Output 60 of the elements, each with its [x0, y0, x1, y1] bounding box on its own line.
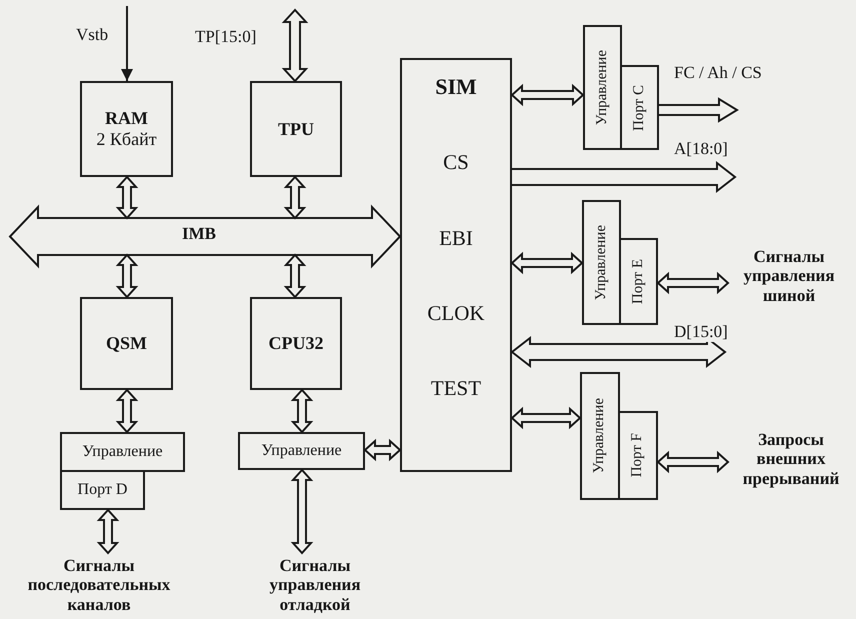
- module-box: [80, 297, 173, 390]
- port-box: [618, 411, 658, 500]
- block-label: SIM: [435, 74, 477, 100]
- block-label: Порт D: [78, 480, 128, 500]
- edge-label: A[18:0]: [672, 140, 730, 159]
- double-arrow: [116, 254, 138, 298]
- block-label: Порт E: [630, 258, 647, 304]
- block-label: Управление: [82, 442, 163, 462]
- module-box: [250, 81, 342, 177]
- port-box: [619, 238, 658, 325]
- block-label: Управление: [592, 224, 610, 300]
- module-box: [400, 58, 512, 472]
- block-label: 2 Кбайт: [96, 129, 157, 150]
- double-arrow: [290, 468, 314, 554]
- port-box: [620, 65, 659, 150]
- double-arrow: [658, 97, 739, 123]
- block-label: TPU: [278, 118, 314, 140]
- edge-label: TP[15:0]: [193, 28, 258, 47]
- edge-label: D[15:0]: [672, 323, 730, 342]
- double-arrow: [290, 388, 314, 434]
- signal-text: Сигналы управления шиной: [742, 246, 836, 306]
- double-arrow: [116, 388, 138, 434]
- double-arrow: [510, 84, 584, 106]
- block-label: Управление: [591, 398, 608, 474]
- block-label: Порт F: [629, 433, 646, 478]
- block-label: Управление: [594, 50, 611, 126]
- signal-text: Запросы внешних прерываний: [742, 430, 840, 488]
- double-arrow: [282, 8, 308, 82]
- double-arrow: [116, 176, 138, 220]
- module-box: [60, 432, 185, 472]
- double-arrow: [510, 406, 582, 430]
- arrow: [121, 6, 133, 81]
- double-arrow: [510, 336, 727, 368]
- double-arrow: [8, 204, 402, 268]
- block-label: RAM: [105, 108, 148, 129]
- block-label: Управление: [261, 442, 342, 460]
- double-arrow: [284, 176, 306, 220]
- port-box: [580, 372, 620, 500]
- module-box: [60, 470, 145, 510]
- module-box: [250, 297, 342, 390]
- double-arrow: [284, 254, 306, 298]
- block-label: CLOK: [427, 300, 485, 325]
- signal-text: Сигналы последовательных каналов: [26, 556, 172, 614]
- block-label: Порт C: [630, 84, 648, 130]
- module-box: [238, 432, 365, 470]
- block-label: EBI: [439, 226, 473, 250]
- signal-text: Сигналы управления отладкой: [268, 556, 362, 614]
- port-box: [583, 25, 622, 150]
- block-label: CPU32: [268, 333, 324, 354]
- block-label: CS: [443, 150, 469, 174]
- module-box: [80, 81, 173, 177]
- block-label: TEST: [430, 376, 482, 400]
- double-arrow: [656, 450, 730, 474]
- port-box: [582, 200, 621, 325]
- double-arrow: [364, 438, 402, 462]
- block-label: QSM: [106, 333, 147, 354]
- double-arrow: [656, 272, 730, 294]
- double-arrow: [511, 160, 737, 194]
- double-arrow: [96, 508, 120, 554]
- double-arrow: [510, 252, 584, 274]
